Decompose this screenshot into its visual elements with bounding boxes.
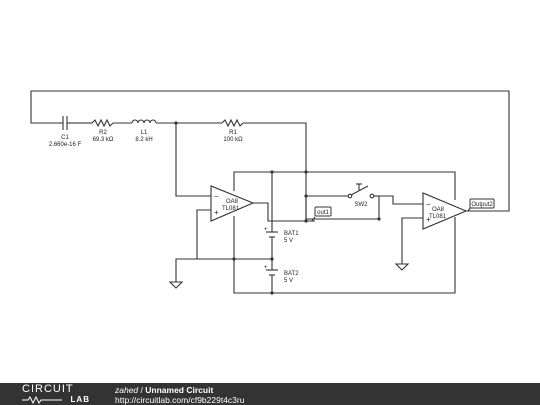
l1-ref-label: L1 — [141, 130, 148, 136]
bat1-value-label: 5 V — [284, 238, 293, 244]
oa8-left-ref-label: OA8 — [226, 199, 239, 205]
resistor-r1[interactable]: R1 100 kΩ — [221, 118, 244, 143]
switch-sw2[interactable]: SW2 — [347, 183, 375, 208]
circuitlab-logo[interactable]: CIRCUIT LAB — [22, 384, 94, 404]
r1-ref-label: R1 — [229, 130, 237, 136]
opamp-right-plus-pin: + — [426, 215, 431, 224]
oa8-right-ref-label: OA8 — [432, 207, 445, 213]
r2-value-label: 69.3 kΩ — [93, 137, 114, 143]
circuit-url-link[interactable]: http://circuitlab.com/cf9b229t4c3ru — [115, 395, 245, 405]
junction-dot — [304, 194, 308, 198]
feedback-wire — [30, 90, 510, 212]
opamp-left-plus-pin: + — [214, 208, 219, 217]
junction-dot — [270, 257, 274, 261]
bat2-value-label: 5 V — [284, 278, 293, 284]
opamp-oa8-left[interactable]: − + OA8 TL081 — [210, 185, 255, 222]
l1-value-label: 8.2 kH — [135, 137, 152, 143]
logo-text-top: CIRCUIT — [22, 383, 74, 395]
r1-value-label: 100 kΩ — [223, 137, 243, 143]
capacitor-c1[interactable]: C1 2.660e-16 F — [49, 116, 82, 148]
battery-bat1[interactable]: + BAT1 5 V — [264, 227, 299, 244]
net-label-out1: out1 — [311, 206, 332, 222]
logo-text-bottom: LAB — [70, 395, 90, 404]
ground-symbol-right — [394, 263, 410, 271]
title-separator: / — [138, 385, 146, 395]
bat2-plus-sign: + — [264, 265, 268, 271]
opamp-left-minus-pin: − — [214, 192, 219, 201]
footer-bar: CIRCUIT LAB zahed / Unnamed Circuit http… — [0, 383, 540, 405]
inductor-l1[interactable]: L1 8.2 kH — [131, 119, 157, 143]
battery-bat2[interactable]: + BAT2 5 V — [264, 265, 299, 284]
opamp-right-minus-pin: − — [426, 200, 431, 209]
circuit-title[interactable]: Unnamed Circuit — [145, 385, 214, 395]
circuit-meta: zahed / Unnamed Circuit http://circuitla… — [115, 385, 244, 405]
svg-text:out1: out1 — [317, 210, 329, 216]
sw2-ref-label: SW2 — [354, 202, 368, 208]
r2-ref-label: R2 — [99, 130, 107, 136]
schematic-canvas: C1 2.660e-16 F R2 69.3 kΩ L1 8.2 kH R1 1… — [30, 90, 510, 295]
junction-dot — [377, 217, 381, 221]
bat2-ref-label: BAT2 — [284, 271, 299, 277]
opamp-oa8-right[interactable]: − + OA8 TL081 — [422, 192, 468, 230]
net-label-output2: Output2 — [467, 198, 495, 212]
c1-ref-label: C1 — [61, 135, 69, 141]
junction-dot — [304, 170, 308, 174]
c1-value-label: 2.660e-16 F — [49, 142, 82, 148]
junction-dot — [304, 219, 308, 223]
svg-text:Output2: Output2 — [471, 202, 493, 208]
author-name[interactable]: zahed — [115, 385, 139, 395]
bat1-ref-label: BAT1 — [284, 231, 299, 237]
oa8-right-value-label: TL081 — [429, 214, 447, 220]
logo-trace-icon — [22, 395, 62, 404]
resistor-r2[interactable]: R2 69.3 kΩ — [91, 118, 114, 143]
ground-symbol-left — [168, 281, 184, 289]
oa8-left-value-label: TL081 — [222, 206, 240, 212]
bat1-plus-sign: + — [264, 227, 268, 233]
